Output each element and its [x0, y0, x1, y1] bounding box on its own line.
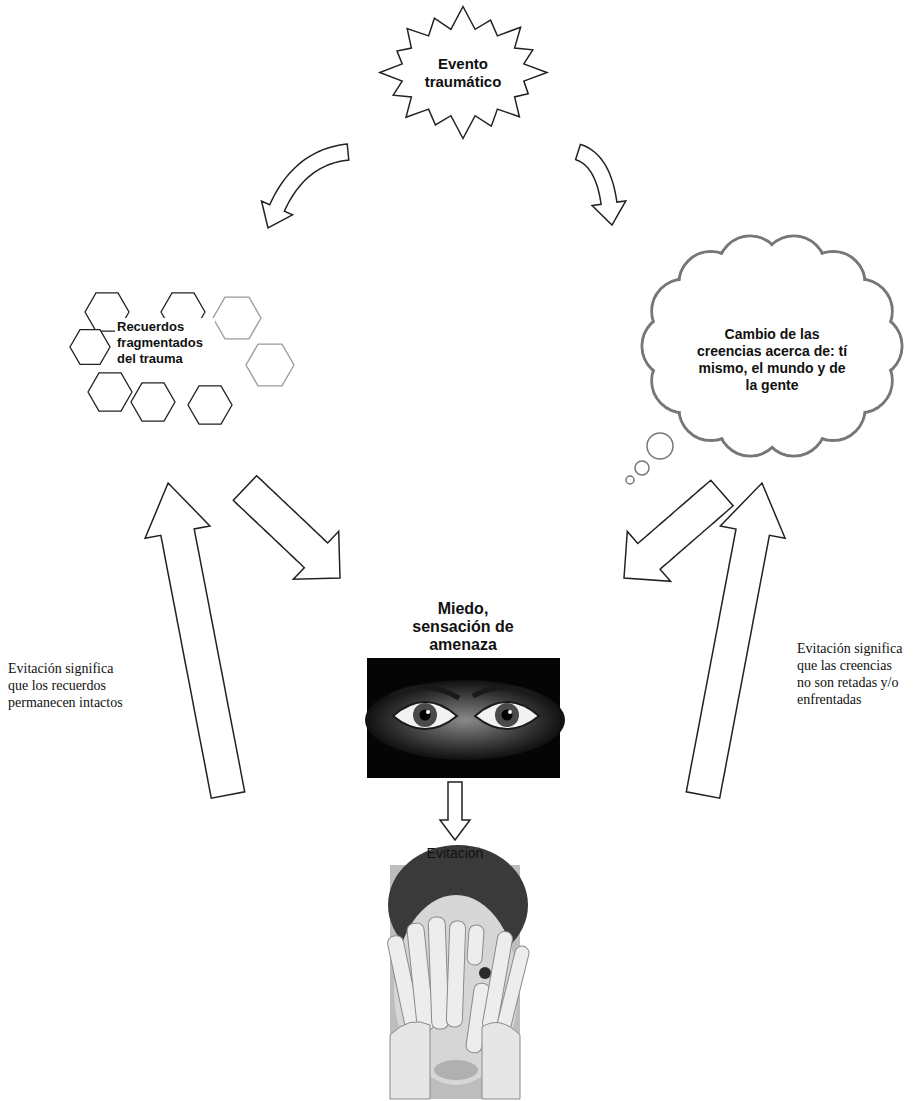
child-photo [386, 845, 530, 1099]
hand-finger [428, 917, 449, 1030]
memory-hexagon [88, 373, 132, 411]
memory-hexagon [246, 344, 294, 386]
avoidance-heading: Evitacion [385, 845, 525, 862]
eye-iris [413, 703, 437, 727]
fear-panel: Miedo, sensación de amenaza [352, 598, 574, 780]
avoidance-panel: Evitacion [385, 843, 525, 1099]
eye-white [393, 702, 457, 729]
hand-finger [467, 925, 485, 966]
block-arrow [624, 480, 733, 581]
event-text: Evento traumático [408, 55, 518, 91]
starburst-shape [380, 7, 547, 139]
memory-hexagon [213, 297, 261, 339]
block-arrow [233, 476, 340, 580]
hexagon-cluster [60, 288, 295, 458]
block-arrow [576, 144, 626, 225]
edge-label-holder: Evitación significa que las creencias no… [797, 640, 909, 708]
eye-pupil [420, 710, 431, 721]
memory-hexagon [70, 330, 110, 365]
avoidance-photo [385, 843, 525, 1099]
left-palm [390, 1022, 430, 1099]
memory-hexagons: Recuerdos fragmentados del trauma [60, 288, 295, 458]
edge-label: Evitación significa que las creencias no… [797, 640, 909, 708]
eye-pupil [502, 710, 513, 721]
eye-glint [426, 710, 430, 714]
peeking-eye [479, 967, 491, 979]
right-palm [482, 1023, 520, 1100]
memory-hexagon [131, 383, 175, 421]
eye-white [475, 702, 539, 729]
memory-hexagon [188, 386, 232, 424]
belief-cloud: Cambio de las creencias acerca de: tí mi… [622, 218, 902, 488]
thought-bubble [635, 461, 649, 475]
thought-bubble [647, 433, 673, 459]
eye-iris [495, 703, 519, 727]
edge-label-holder: Evitación significa que los recuerdos pe… [8, 660, 126, 711]
block-arrow [262, 144, 349, 228]
cloud-body [672, 264, 872, 428]
eye-glint [508, 710, 512, 714]
hand-finger [446, 921, 466, 1027]
face-band [365, 680, 565, 760]
belief-text: Cambio de las creencias acerca de: tí mi… [692, 326, 852, 394]
block-arrow [145, 483, 245, 798]
event-starburst: Evento traumático [378, 5, 548, 140]
eyebrow [473, 687, 541, 698]
eyebrow [391, 687, 459, 698]
child-mouth [434, 1060, 478, 1080]
block-arrow [440, 782, 470, 840]
memory-text: Recuerdos fragmentados del trauma [115, 318, 215, 368]
edge-label: Evitación significa que los recuerdos pe… [8, 660, 126, 711]
fear-heading: Miedo, sensación de amenaza [398, 600, 528, 654]
block-arrow [686, 483, 785, 798]
hand-finger [496, 945, 531, 1034]
eyes-photo [365, 658, 565, 778]
thought-bubble [626, 476, 634, 484]
